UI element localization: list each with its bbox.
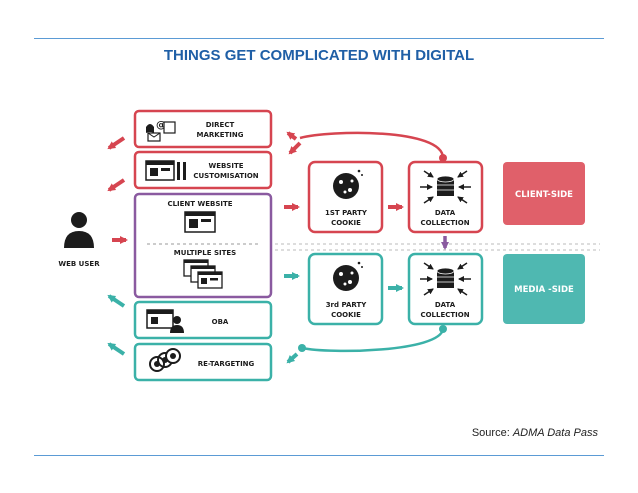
website-customisation-label-2: CUSTOMISATION <box>193 172 258 180</box>
website-customisation-box: WEBSITE CUSTOMISATION <box>133 150 273 190</box>
feedback-red <box>286 131 447 162</box>
first-party-cookie-box: 1ST PARTY COOKIE <box>307 160 384 234</box>
data-collection-bottom-label-2: COLLECTION <box>420 311 469 319</box>
svg-text:@: @ <box>156 120 166 131</box>
data-collection-bottom-label-1: DATA <box>435 301 456 309</box>
client-side-badge: CLIENT-SIDE <box>503 162 585 225</box>
direct-marketing-box: @ DIRECT MARKETING <box>133 109 273 149</box>
browser-tools-icon <box>145 160 186 181</box>
email-phone-icon: @ <box>146 120 176 142</box>
oba-box: OBA <box>133 300 273 340</box>
bottom-rule <box>34 455 604 456</box>
source-prefix: Source: <box>471 427 513 439</box>
data-collection-top-label-1: DATA <box>435 209 456 217</box>
first-party-cookie-label-2: COOKIE <box>331 219 361 227</box>
data-collection-bottom-box: DATA COLLECTION <box>407 252 484 326</box>
cookie-icon <box>333 261 363 291</box>
cookie-icon <box>333 169 363 199</box>
web-user-label: WEB USER <box>58 260 100 268</box>
browser-person-icon <box>146 309 184 333</box>
retargeting-label: RE-TARGETING <box>198 360 255 368</box>
oba-label: OBA <box>212 318 229 326</box>
media-side-label: MEDIA -SIDE <box>514 285 574 295</box>
retargeting-box: RE-TARGETING <box>133 342 273 382</box>
top-rule <box>34 38 604 39</box>
user-arrows <box>107 136 128 356</box>
third-party-cookie-box: 3rd PARTY COOKIE <box>307 252 384 326</box>
data-collection-top-box: DATA COLLECTION <box>407 160 484 234</box>
arrow-wc-to-user <box>107 178 126 192</box>
arrow-dm-to-user <box>107 136 126 150</box>
browser-icon <box>184 211 216 233</box>
source-citation: Source: ADMA Data Pass <box>472 427 598 439</box>
multiple-browsers-icon <box>183 259 223 289</box>
client-website-label: CLIENT WEBSITE <box>167 200 232 208</box>
database-icon <box>420 262 471 296</box>
third-party-cookie-label-1: 3rd PARTY <box>326 301 368 309</box>
first-party-cookie-label-1: 1ST PARTY <box>325 209 368 217</box>
target-icon <box>149 348 181 372</box>
direct-marketing-label-2: MARKETING <box>197 131 244 139</box>
website-customisation-label-1: WEBSITE <box>208 162 243 170</box>
source-name: ADMA Data Pass <box>512 427 598 439</box>
database-icon <box>420 170 471 204</box>
web-user: WEB USER <box>58 212 100 268</box>
multiple-sites-label: MULTIPLE SITES <box>174 249 236 257</box>
third-party-cookie-label-2: COOKIE <box>331 311 361 319</box>
arrow-oba-to-user <box>107 294 126 308</box>
data-collection-top-label-2: COLLECTION <box>420 219 469 227</box>
client-side-label: CLIENT-SIDE <box>515 190 573 200</box>
client-website-box: CLIENT WEBSITE MULTIPLE SITES <box>133 192 273 299</box>
slide-title: THINGS GET COMPLICATED WITH DIGITAL <box>163 47 475 64</box>
feedback-teal <box>286 325 447 364</box>
direct-marketing-label-1: DIRECT <box>206 121 235 129</box>
person-icon <box>64 212 94 248</box>
arrow-rt-to-user <box>107 342 126 356</box>
media-side-badge: MEDIA -SIDE <box>503 254 585 324</box>
